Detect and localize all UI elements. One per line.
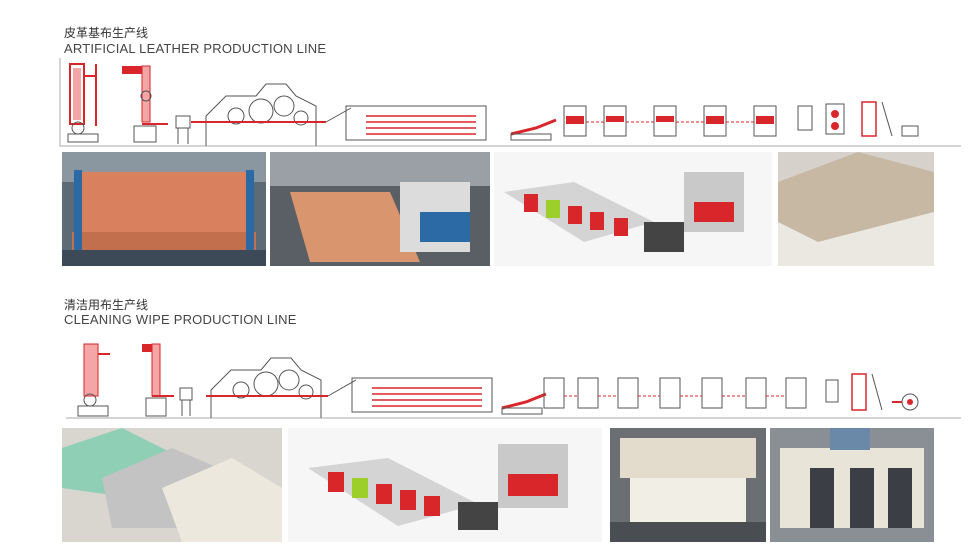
- leather-sample-photo: [778, 152, 934, 266]
- web-conveyor-photo: [270, 152, 490, 266]
- needle-loom-icon: [543, 377, 807, 409]
- fine-opener-icon: [175, 115, 191, 144]
- line-3d-render-photo: [288, 428, 602, 542]
- section-2-title-en: CLEANING WIPE PRODUCTION LINE: [64, 312, 297, 327]
- winder-icon: [797, 101, 919, 137]
- carding-machine-photo: [770, 428, 934, 542]
- fine-opener-icon: [179, 387, 193, 416]
- drafting-machine-icon: [501, 392, 547, 415]
- bale-opener-icon: [77, 343, 110, 417]
- carding-machine-icon: [191, 83, 326, 146]
- cross-lapper-icon: [327, 377, 493, 413]
- section-1-title-cn: 皮革基布生产线: [64, 26, 149, 40]
- needle-loom-icon: [563, 105, 777, 137]
- artificial-leather-line-diagram: [59, 58, 961, 147]
- rolling-machine-photo: [610, 428, 766, 542]
- line-3d-render-photo: [494, 152, 772, 266]
- section-1-title-en: ARTIFICIAL LEATHER PRODUCTION LINE: [64, 41, 327, 56]
- carding-machine-icon: [206, 357, 328, 418]
- production-hall-orange-web-photo: [62, 152, 266, 266]
- hopper-feeder-icon: [142, 343, 174, 417]
- wipe-fabric-samples-photo: [62, 428, 282, 542]
- winder-icon: [825, 373, 919, 411]
- bale-opener-icon: [67, 63, 99, 143]
- drafting-machine-icon: [510, 118, 557, 141]
- section-2-title-cn: 清洁用布生产线: [64, 298, 149, 312]
- cross-lapper-icon: [325, 105, 487, 141]
- hopper-feeder-icon: [122, 65, 168, 143]
- cleaning-wipe-line-diagram: [66, 343, 961, 419]
